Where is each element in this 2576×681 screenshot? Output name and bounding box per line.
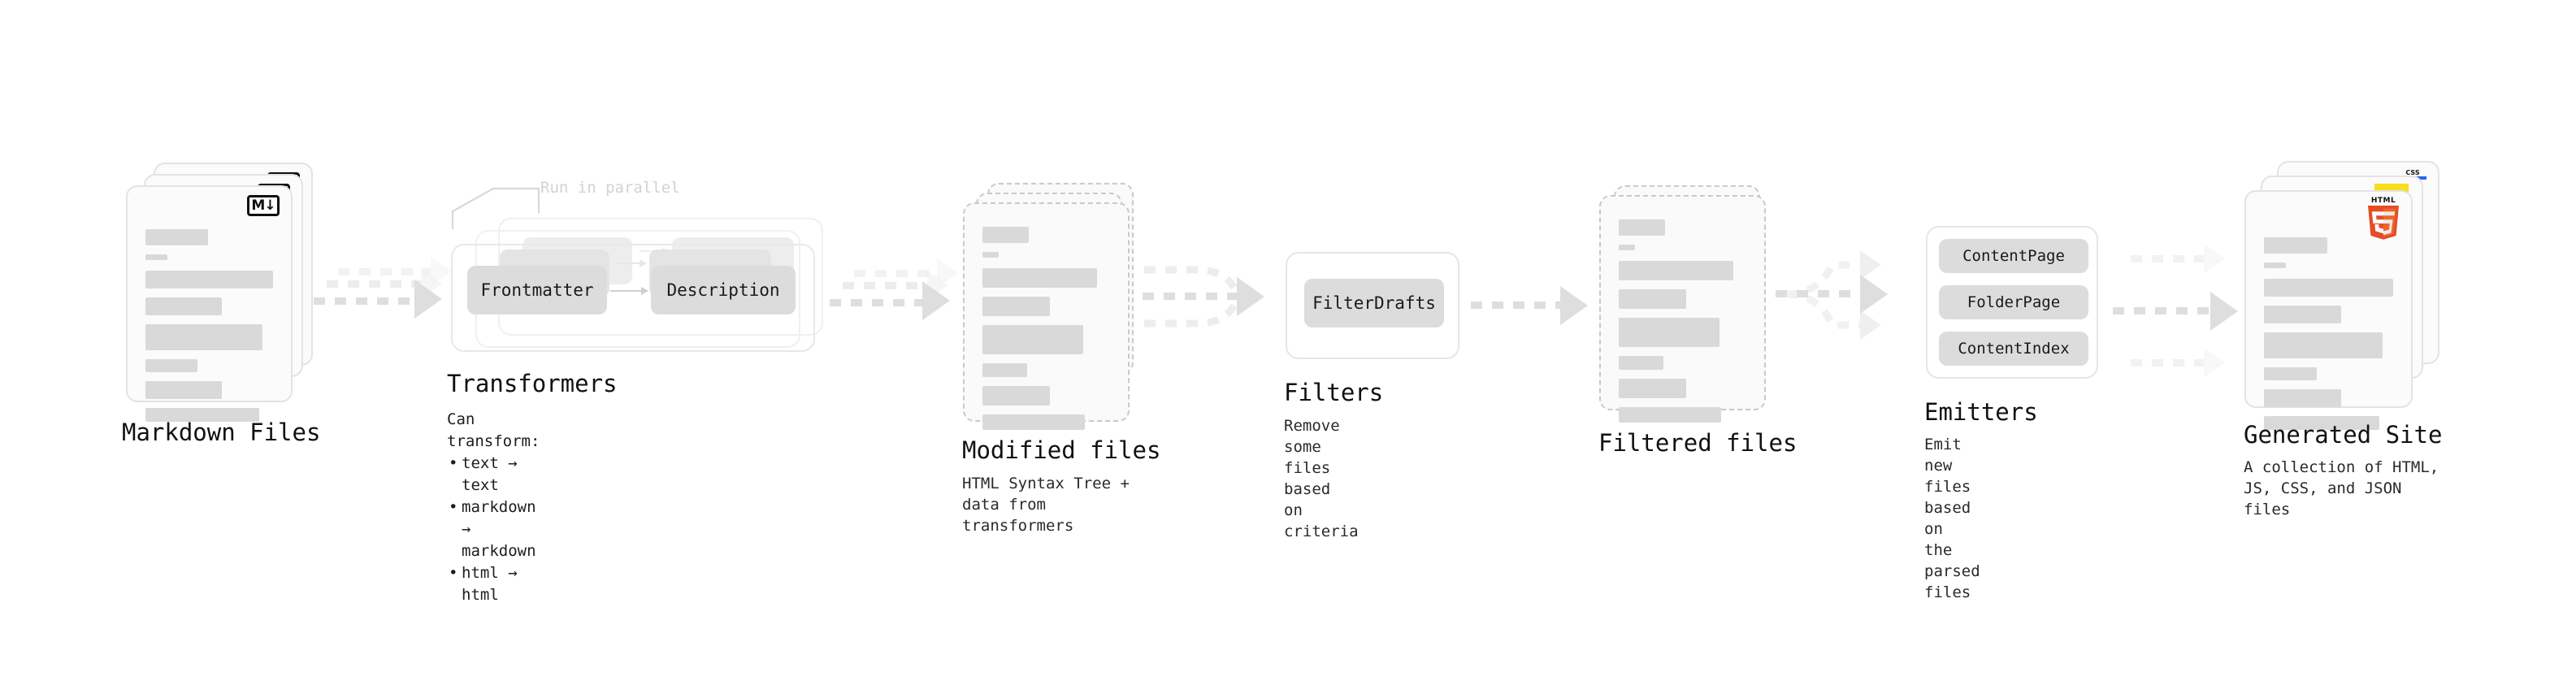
stage-title-markdown-files: Markdown Files bbox=[122, 419, 321, 446]
stage-title-filters: Filters bbox=[1284, 379, 1384, 406]
document-skeleton bbox=[2264, 237, 2393, 439]
transformers-capabilities: Can transform: text → text markdown → ma… bbox=[447, 409, 540, 606]
filters-panel: FilterDrafts bbox=[1286, 252, 1459, 359]
transformer-chip-description[interactable]: Description bbox=[651, 266, 796, 314]
bullet-item: html → html bbox=[447, 562, 540, 606]
modified-file-stack bbox=[963, 183, 1138, 430]
document-skeleton bbox=[1619, 219, 1746, 432]
emitter-chip-contentindex[interactable]: ContentIndex bbox=[1939, 332, 2088, 366]
stage-subtitle-generated-site: A collection of HTML, JS, CSS, and JSON … bbox=[2244, 458, 2439, 518]
filtered-file-stack bbox=[1599, 185, 1774, 423]
filtered-file-card-front bbox=[1599, 195, 1766, 423]
stage-subtitle-emitters: Emit new files based on the parsed files bbox=[1924, 436, 1980, 601]
stage-generated-site: CSS HTML bbox=[2244, 161, 2442, 518]
stage-title-emitters: Emitters bbox=[1924, 398, 2038, 426]
css-badge-label: CSS bbox=[2405, 169, 2420, 176]
emitters-panel: ContentPage FolderPage ContentIndex bbox=[1926, 226, 2098, 379]
run-in-parallel-bracket-icon bbox=[451, 187, 540, 229]
modified-file-card-front bbox=[963, 202, 1130, 430]
stage-title-generated-site: Generated Site bbox=[2244, 421, 2443, 449]
generated-file-card-html: HTML bbox=[2244, 190, 2413, 430]
transformer-panel-front: Frontmatter Description bbox=[451, 244, 815, 352]
bullet-item: markdown → markdown bbox=[447, 497, 540, 562]
run-in-parallel-note: Run in parallel bbox=[540, 179, 680, 197]
stage-subtitle-filters: Remove some files based on criteria bbox=[1284, 417, 1359, 540]
bullets-intro: Can transform: bbox=[447, 410, 540, 450]
filter-chip-filterdrafts[interactable]: FilterDrafts bbox=[1304, 279, 1444, 327]
generated-site-stack: CSS HTML bbox=[2244, 161, 2439, 430]
stage-subtitle-modified-files: HTML Syntax Tree + data from transformer… bbox=[962, 475, 1130, 535]
stage-title-modified-files: Modified files bbox=[962, 436, 1161, 464]
html5-wordmark: HTML bbox=[2370, 197, 2396, 205]
stage-modified-files: Modified files HTML Syntax Tree + data f… bbox=[962, 183, 1160, 535]
emitter-chip-contentpage[interactable]: ContentPage bbox=[1939, 239, 2088, 273]
stage-filtered-files: Filtered files bbox=[1598, 185, 1797, 457]
markdown-file-card-front: M↓ bbox=[126, 185, 293, 422]
markdown-logo-icon: M↓ bbox=[247, 195, 280, 216]
stage-markdown-files: M↓ M↓ M↓ bbox=[122, 163, 320, 446]
document-skeleton bbox=[145, 229, 273, 431]
stage-title-transformers: Transformers bbox=[447, 370, 618, 397]
emitter-chip-folderpage[interactable]: FolderPage bbox=[1939, 285, 2088, 319]
html5-logo-icon: HTML bbox=[2366, 197, 2401, 240]
bullet-item: text → text bbox=[447, 453, 540, 497]
markdown-file-stack: M↓ M↓ M↓ bbox=[126, 163, 313, 422]
document-skeleton bbox=[982, 227, 1110, 439]
transformer-chip-frontmatter[interactable]: Frontmatter bbox=[467, 266, 607, 314]
stage-title-filtered-files: Filtered files bbox=[1598, 429, 1798, 457]
